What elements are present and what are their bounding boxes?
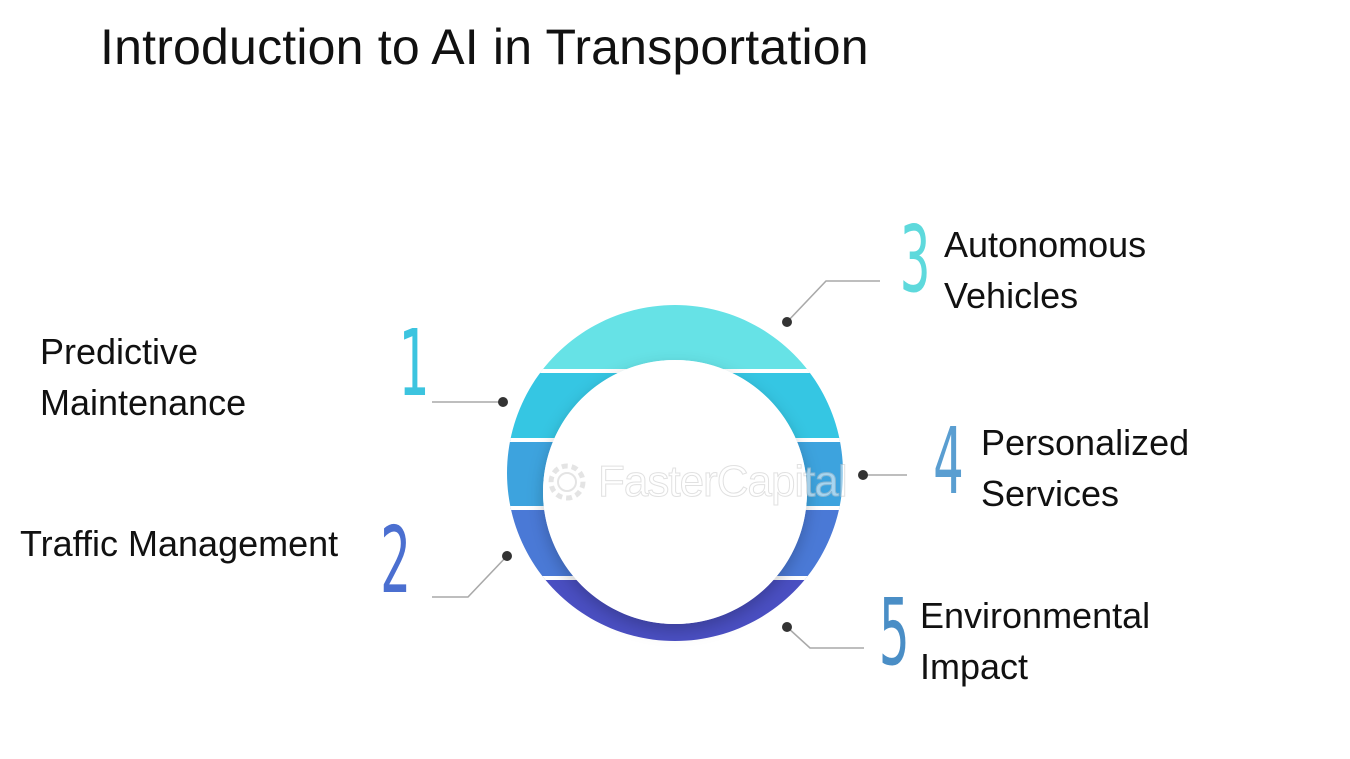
item-2-line1: Traffic Management <box>20 523 339 564</box>
item-5-label: Environmental Impact <box>920 590 1150 692</box>
item-1-line2: Maintenance <box>40 382 247 423</box>
connector-5 <box>786 626 864 649</box>
item-2-number: 2 <box>380 507 411 614</box>
ring-center <box>543 360 807 624</box>
item-2-label: Traffic Management <box>20 518 338 569</box>
page-title: Introduction to AI in Transportation <box>100 19 869 75</box>
item-4-line2: Services <box>981 473 1120 514</box>
connector-3 <box>786 280 880 323</box>
item-3-label: Autonomous Vehicles <box>944 219 1146 321</box>
watermark: FasterCapital <box>542 452 902 512</box>
item-3-line1: Autonomous <box>944 224 1147 265</box>
connector-dot-5 <box>782 622 792 632</box>
item-4-line1: Personalized <box>981 422 1190 463</box>
item-1-line1: Predictive <box>40 331 199 372</box>
connector-dot-3 <box>782 317 792 327</box>
connector-dot-4 <box>858 470 868 480</box>
connector-2 <box>432 555 508 598</box>
connectors <box>432 280 907 649</box>
item-3-number: 3 <box>900 206 931 313</box>
item-5-line1: Environmental <box>920 595 1151 636</box>
connector-dot-1 <box>498 397 508 407</box>
item-5-line2: Impact <box>920 646 1029 687</box>
item-1-label: Predictive Maintenance <box>40 326 246 428</box>
gear-icon <box>548 463 586 501</box>
item-1-number: 1 <box>398 310 429 417</box>
item-3-line2: Vehicles <box>944 275 1079 316</box>
watermark-text: FasterCapital <box>598 457 849 507</box>
item-4-label: Personalized Services <box>981 417 1189 519</box>
item-4-number: 4 <box>933 408 964 515</box>
connector-dot-2 <box>502 551 512 561</box>
item-5-number: 5 <box>879 579 910 686</box>
